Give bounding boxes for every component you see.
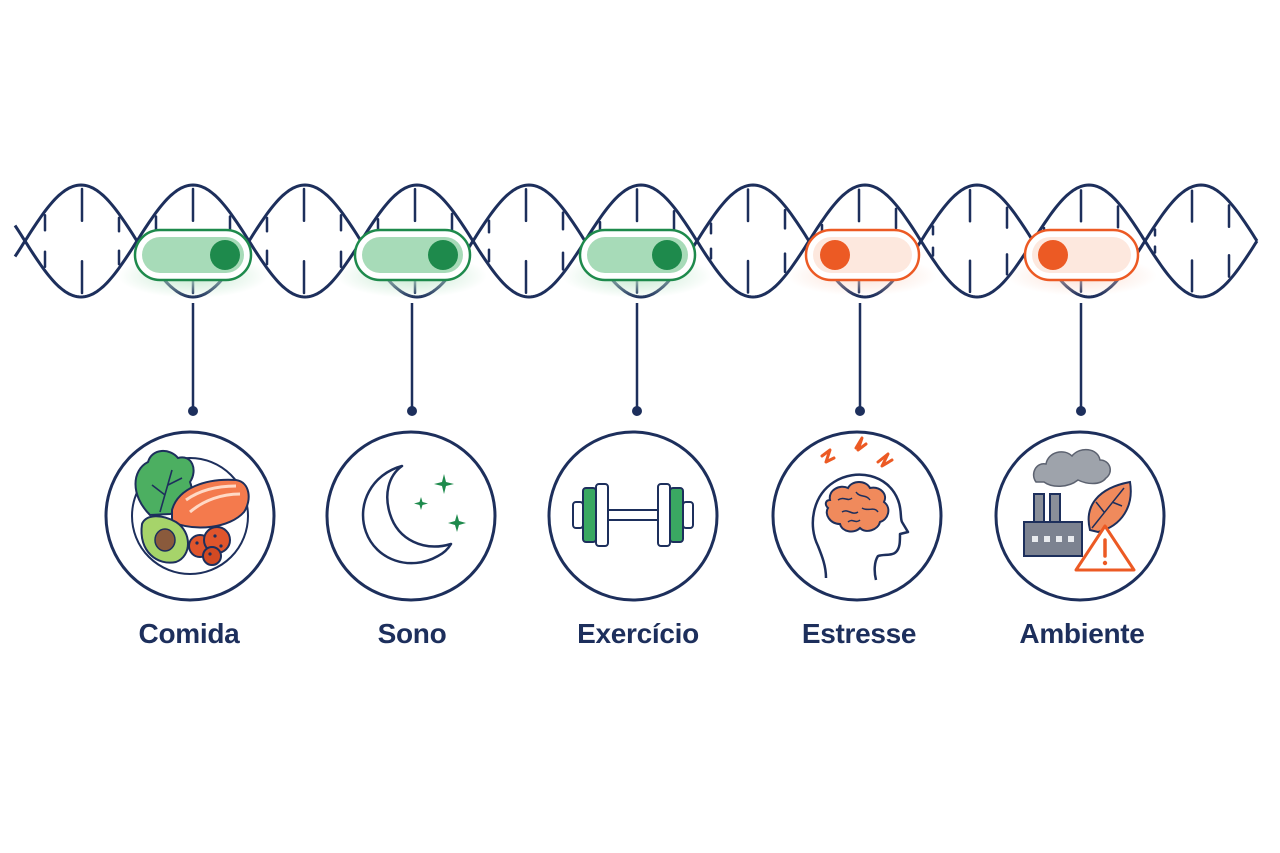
food-plate-icon — [104, 430, 276, 602]
connectors — [188, 303, 1086, 416]
factor-label-exercicio: Exercício — [577, 618, 699, 649]
connector-sono — [407, 303, 417, 416]
gene-switch-ambiente[interactable] — [1007, 228, 1157, 296]
switch-knob — [210, 240, 240, 270]
switch-knob — [652, 240, 682, 270]
factory-pollution-icon — [994, 430, 1166, 602]
gene-switch-estresse[interactable] — [787, 228, 937, 296]
dna-strand-a — [13, 183, 1259, 299]
factor-icons — [104, 430, 1166, 602]
switch-knob — [428, 240, 458, 270]
gene-switch-sono[interactable] — [337, 228, 487, 298]
factor-label-ambiente: Ambiente — [1019, 618, 1145, 649]
stressed-head-icon — [771, 430, 943, 602]
switch-knob — [820, 240, 850, 270]
factor-label-sono: Sono — [377, 618, 447, 649]
factor-label-estresse: Estresse — [801, 618, 917, 649]
gene-switches — [118, 228, 1157, 298]
connector-exercicio — [632, 303, 642, 416]
switch-knob — [1038, 240, 1068, 270]
factor-label-comida: Comida — [138, 618, 240, 649]
gene-switch-comida[interactable] — [118, 228, 268, 298]
moon-stars-icon — [325, 430, 497, 602]
gene-switch-exercicio[interactable] — [562, 228, 712, 298]
connector-comida — [188, 303, 198, 416]
connector-estresse — [855, 303, 865, 416]
connector-ambiente — [1076, 303, 1086, 416]
dumbbell-icon — [547, 430, 719, 602]
